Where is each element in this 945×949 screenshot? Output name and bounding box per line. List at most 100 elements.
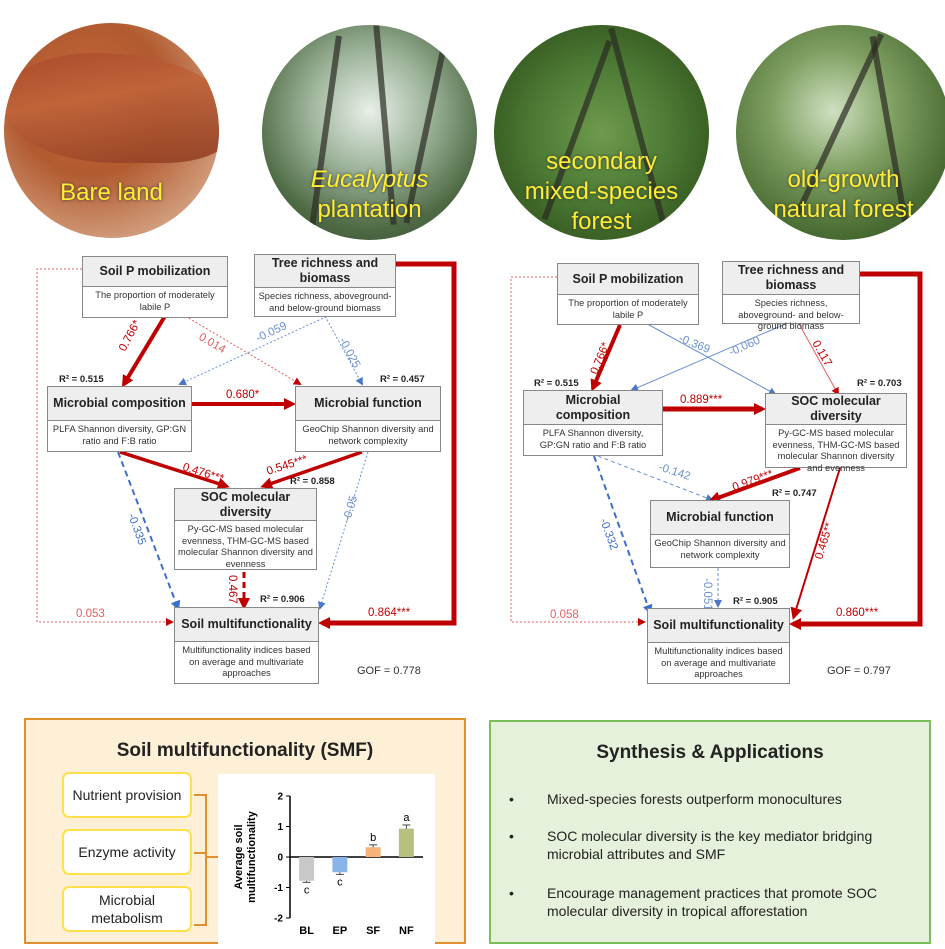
right-arrow-tree-comp	[630, 321, 791, 392]
left-label-func-smf: -0.05	[341, 494, 360, 523]
bar-BL	[299, 857, 315, 881]
y-tick-label: 2	[277, 792, 283, 803]
left-mic-comp-title: Microbial composition	[48, 387, 191, 421]
right-label-comp-func: -0.142	[657, 461, 692, 482]
natural-forest-label: natural forest	[773, 196, 914, 223]
left-tree-body: Species richness, aboveground- and below…	[258, 291, 392, 313]
bare-land-photo: Bare land	[4, 23, 219, 238]
smf-item-nutrient-provision: Nutrient provision	[62, 772, 192, 818]
left-label-p-func: 0.014	[197, 331, 228, 356]
left-label-p-smf: 0.053	[76, 608, 105, 620]
right-mic-comp-body: PLFA Shannon diversity, GP:GN ratio and …	[539, 428, 647, 450]
right-arrow-tree-soc	[797, 321, 839, 396]
significance-letter: c	[304, 884, 310, 896]
left-arrow-comp-soc	[119, 450, 230, 490]
left-box-tree: Tree richness and biomass Species richne…	[254, 254, 396, 317]
synthesis-bullet-1-text: Mixed-species forests outperform monocul…	[547, 791, 842, 807]
plantation-label: plantation	[317, 196, 422, 223]
bar-NF	[398, 828, 414, 857]
left-arrow-p-smf	[36, 268, 174, 626]
x-tick-label: EP	[333, 925, 348, 937]
left-box-smf: Soil multifunctionality Multifunctionali…	[174, 607, 319, 684]
left-label-comp-soc: 0.476***	[181, 461, 225, 485]
x-tick-label: SF	[366, 925, 380, 937]
y-tick-label: -1	[274, 883, 283, 894]
right-arrow-comp-smf	[593, 455, 653, 615]
old-growth-label: old-growth	[787, 166, 900, 193]
left-label-soc-smf: 0.467	[226, 575, 238, 604]
mixed-species-label: mixed-species	[524, 178, 679, 205]
right-mic-func-title: Microbial function	[651, 501, 789, 535]
bullet-dot: •	[509, 791, 514, 807]
right-box-soil-p: Soil P mobilization The proportion of mo…	[557, 263, 699, 325]
left-r2-mic-comp: R² = 0.515	[59, 374, 104, 385]
left-arrow-comp-smf	[117, 451, 181, 611]
right-soc-body: Py-GC-MS based molecular evenness, THM-G…	[772, 428, 900, 473]
left-label-tree-comp: -0.059	[254, 320, 289, 345]
left-label-p-comp: 0.766*	[117, 318, 143, 353]
old-growth-forest-photo: old-growth natural forest	[736, 25, 945, 240]
right-tree-title: Tree richness and biomass	[723, 262, 859, 295]
left-arrow-p-comp	[121, 314, 167, 388]
right-label-comp-smf: -0.332	[597, 517, 619, 552]
left-soc-title: SOC molecular diversity	[175, 489, 316, 521]
x-tick-label: BL	[299, 925, 314, 937]
right-label-comp-soc: 0.889***	[680, 394, 723, 406]
right-r2-mic-func: R² = 0.747	[772, 488, 817, 499]
right-box-smf: Soil multifunctionality Multifunctionali…	[647, 608, 790, 684]
eucalyptus-label: Eucalyptus	[310, 166, 429, 193]
smf-panel-title: Soil multifunctionality (SMF)	[116, 740, 374, 761]
synthesis-panel: Synthesis & Applications • Mixed-species…	[489, 720, 931, 944]
right-label-p-soc: -0.369	[677, 333, 712, 356]
left-arrow-func-smf	[317, 451, 369, 610]
right-label-p-smf: 0.058	[550, 609, 579, 621]
smf-panel: Soil multifunctionality (SMF) Nutrient p…	[24, 718, 466, 944]
y-tick-label: -2	[274, 914, 283, 925]
right-arrow-p-smf	[510, 276, 646, 626]
left-r2-soc: R² = 0.858	[290, 476, 335, 487]
left-smf-title: Soil multifunctionality	[175, 608, 318, 642]
left-label-comp-func: 0.680*	[226, 389, 260, 401]
left-tree-title: Tree richness and biomass	[255, 255, 395, 288]
y-tick-label: 0	[277, 853, 283, 864]
synthesis-title: Synthesis & Applications	[596, 742, 824, 763]
left-r2-smf: R² = 0.906	[260, 594, 305, 605]
forest-label: forest	[571, 208, 632, 235]
right-soc-title: SOC molecular diversity	[766, 394, 906, 425]
right-mic-comp-title: Microbial composition	[524, 391, 662, 425]
right-smf-title: Soil multifunctionality	[648, 609, 789, 643]
synthesis-bullet-2-text: SOC molecular diversity is the key media…	[547, 828, 873, 862]
right-label-p-comp: 0.766*	[589, 340, 613, 376]
left-mic-func-title: Microbial function	[296, 387, 440, 421]
left-soil-p-body: The proportion of moderately labile P	[95, 290, 215, 312]
left-label-tree-func: -0.025	[336, 336, 362, 370]
significance-letter: c	[337, 876, 343, 888]
smf-item-microbial-metabolism: Microbial metabolism	[62, 886, 192, 932]
left-arrow-tree-func	[324, 315, 363, 386]
left-arrow-p-func	[174, 309, 302, 386]
right-arrow-soc-func	[708, 466, 801, 503]
right-box-mic-func: Microbial function GeoChip Shannon diver…	[650, 500, 790, 568]
left-soil-p-title: Soil P mobilization	[83, 257, 227, 287]
bar-SF	[365, 847, 381, 857]
left-arrow-tree-comp	[178, 314, 331, 386]
bullet-dot: •	[509, 885, 514, 901]
left-box-mic-func: Microbial function GeoChip Shannon diver…	[295, 386, 441, 452]
left-r2-mic-func: R² = 0.457	[380, 374, 425, 385]
right-box-mic-comp: Microbial composition PLFA Shannon diver…	[523, 390, 663, 456]
right-smf-body: Multifunctionality indices based on aver…	[654, 646, 783, 679]
right-box-tree: Tree richness and biomass Species richne…	[722, 261, 860, 331]
right-tree-body: Species richness, aboveground- and below…	[738, 298, 844, 331]
bare-land-label: Bare land	[60, 179, 163, 206]
left-label-comp-smf: -0.335	[125, 512, 147, 547]
right-mic-func-body: GeoChip Shannon diversity and network co…	[654, 538, 786, 560]
right-r2-smf: R² = 0.905	[733, 596, 778, 607]
left-arrow-tree-smf	[318, 261, 457, 629]
right-gof: GOF = 0.797	[827, 665, 891, 677]
significance-letter: b	[370, 832, 376, 844]
y-axis-label: Average soilmultifunctionality	[233, 810, 258, 903]
bar-EP	[332, 857, 348, 873]
right-arrow-soc-smf	[790, 467, 841, 620]
significance-letter: a	[403, 812, 410, 824]
